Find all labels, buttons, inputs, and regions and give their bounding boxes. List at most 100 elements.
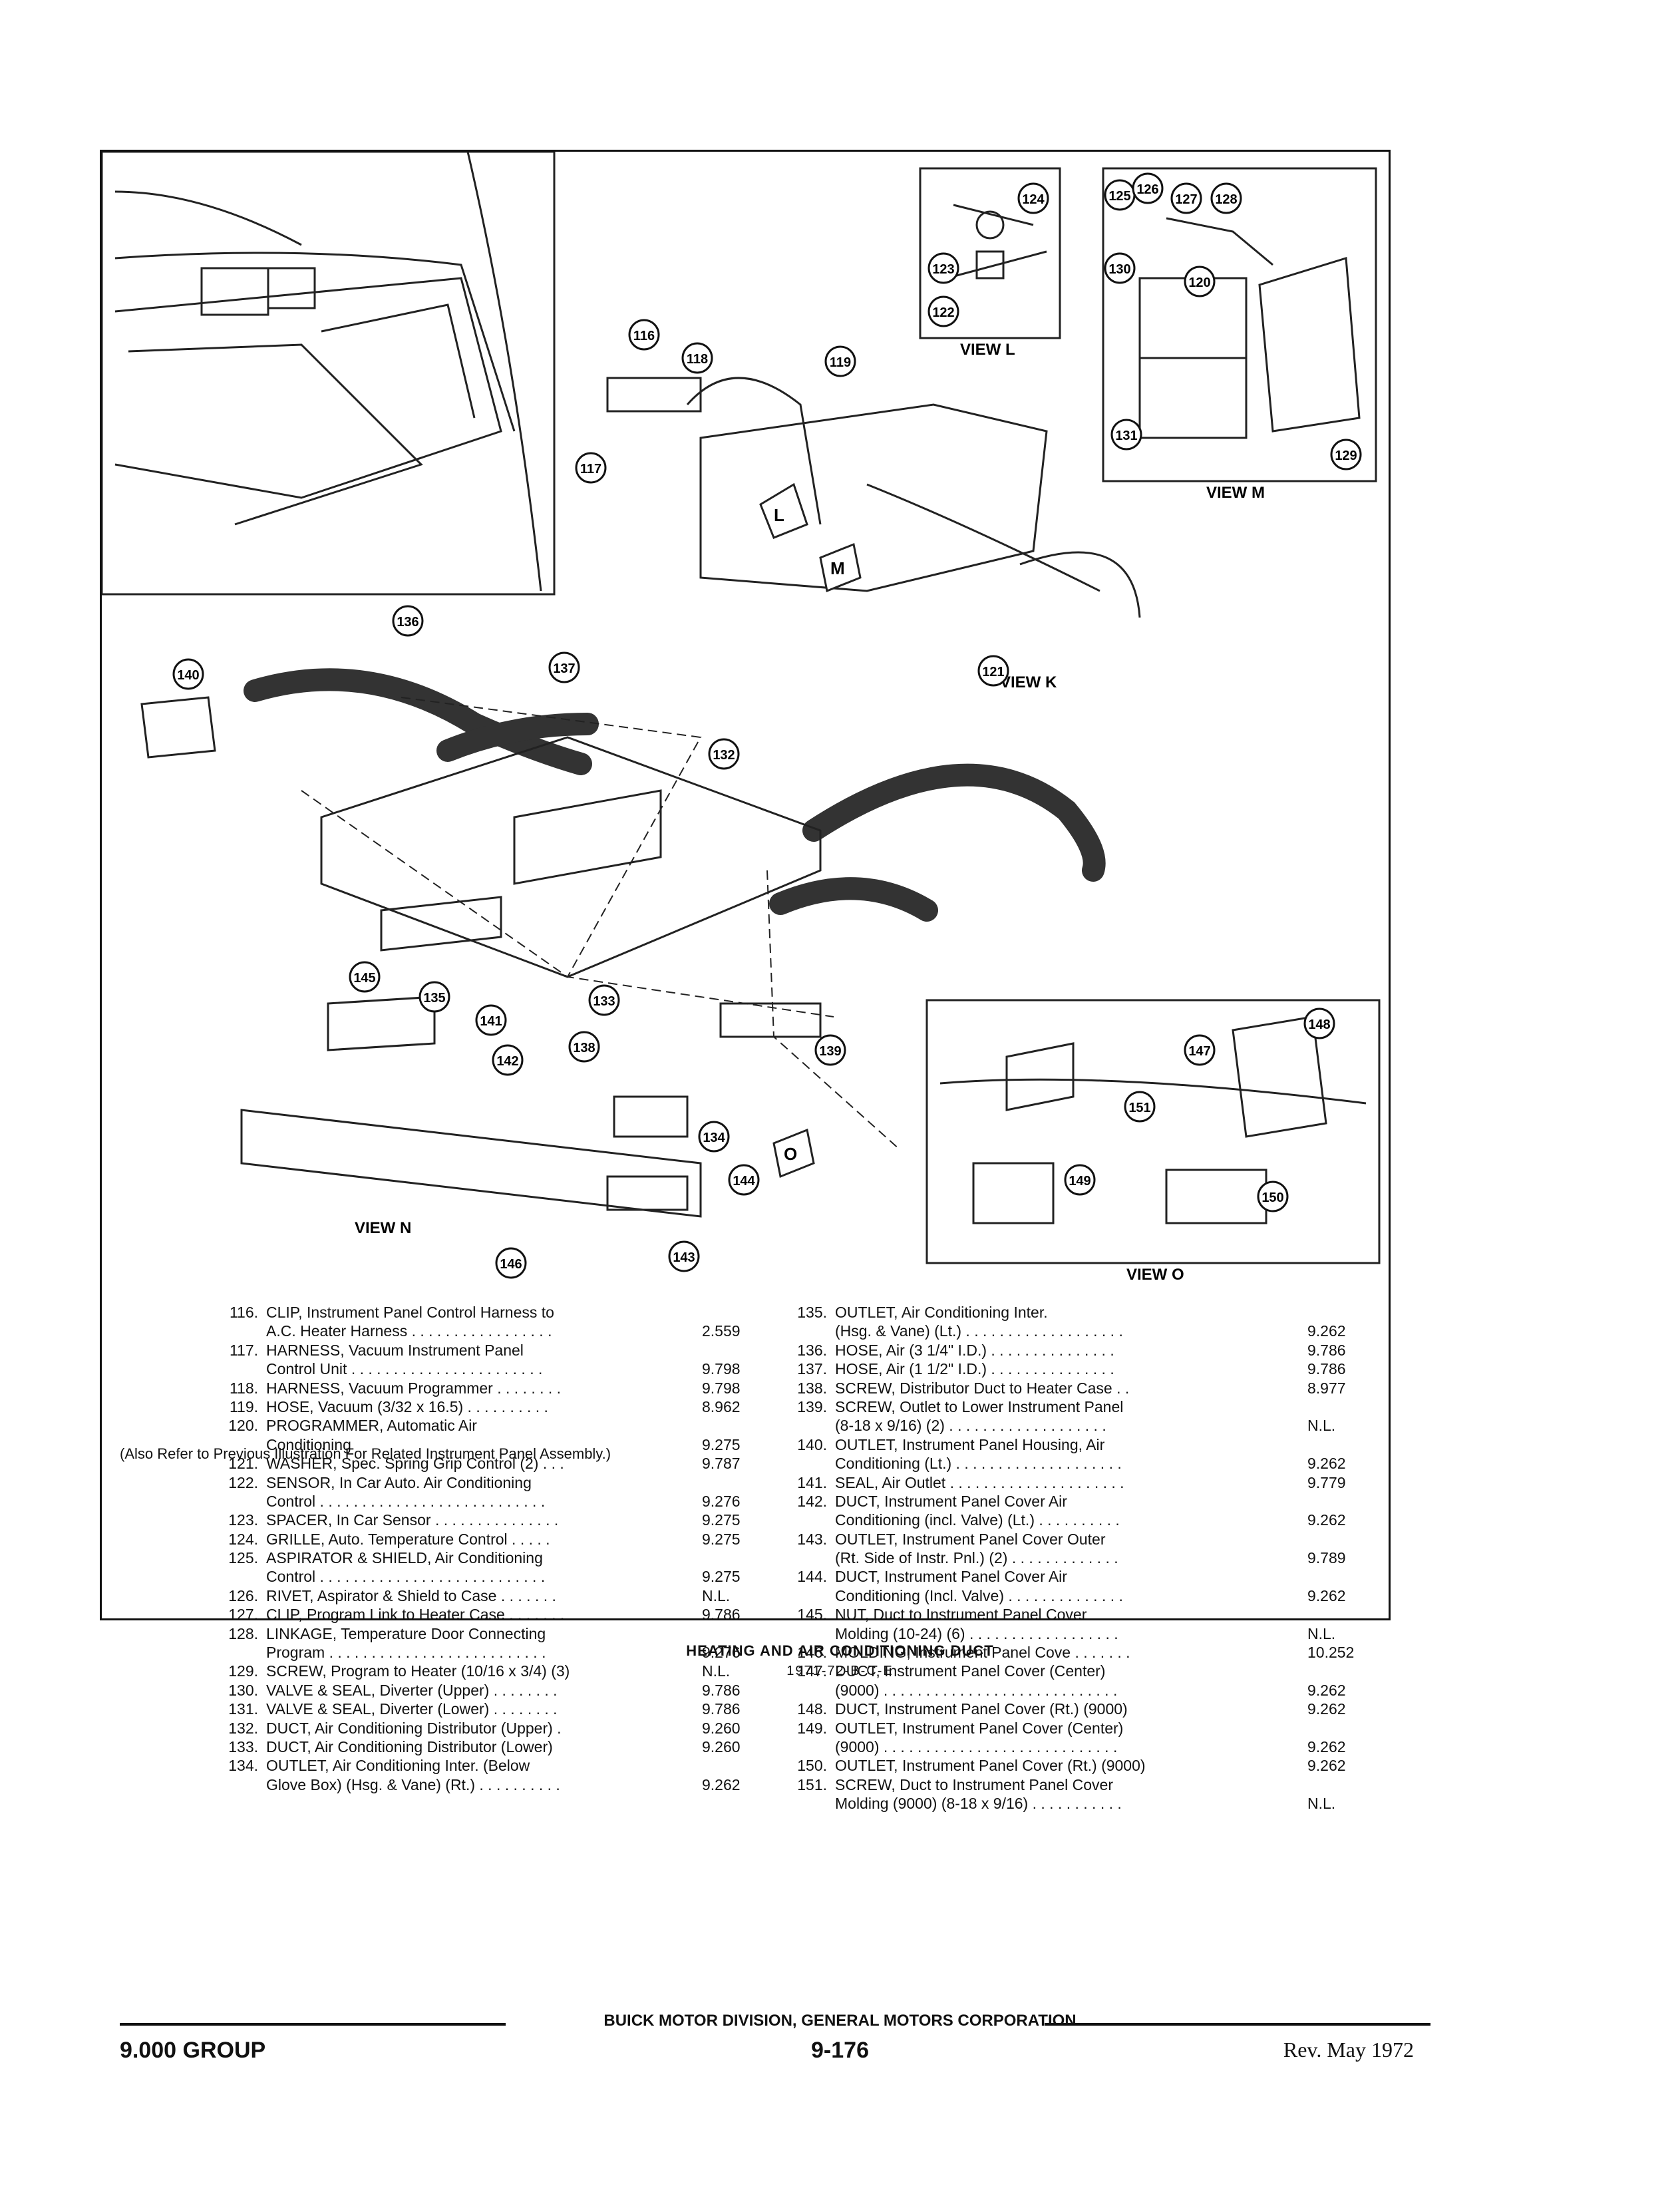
parts-list-row: 136.HOSE, Air (3 1/4" I.D.) . . . . . . …: [780, 1341, 1366, 1360]
part-group-number: 9.275: [702, 1568, 741, 1586]
parts-list-row: (9000) . . . . . . . . . . . . . . . . .…: [780, 1738, 1366, 1756]
parts-list-row: (8-18 x 9/16) (2) . . . . . . . . . . . …: [780, 1416, 1366, 1435]
part-description: Conditioning (incl. Valve) (Lt.) . . . .…: [835, 1511, 1120, 1529]
part-group-number: 9.262: [1307, 1757, 1346, 1775]
part-number: 140.: [797, 1435, 827, 1453]
part-description: RIVET, Aspirator & Shield to Case . . . …: [266, 1586, 556, 1604]
callout-number: 147: [1188, 1044, 1210, 1059]
part-description: DUCT, Instrument Panel Cover Air: [835, 1568, 1067, 1586]
part-number: 132.: [228, 1719, 258, 1737]
part-group-number: 9.262: [1307, 1738, 1346, 1755]
part-description: HARNESS, Vacuum Programmer . . . . . . .…: [266, 1379, 562, 1397]
callout-122: 122: [927, 295, 959, 327]
part-description: OUTLET, Instrument Panel Cover (Rt.) (90…: [835, 1757, 1146, 1775]
callout-number: 146: [500, 1257, 522, 1272]
callout-number: 121: [982, 665, 1004, 679]
part-number: 134.: [228, 1757, 258, 1775]
footer-rule-right: [1045, 2023, 1430, 2026]
part-number: 137.: [797, 1360, 827, 1378]
callout-121: 121: [977, 655, 1009, 687]
part-number: 129.: [228, 1662, 258, 1680]
part-number: 141.: [797, 1473, 827, 1491]
air-hoses: [244, 668, 1106, 922]
parts-list-row: 123.SPACER, In Car Sensor . . . . . . . …: [212, 1511, 760, 1529]
parts-list-row: 119.HOSE, Vacuum (3/32 x 16.5) . . . . .…: [212, 1397, 760, 1416]
part-group-number: 9.786: [702, 1681, 741, 1699]
part-description: ASPIRATOR & SHIELD, Air Conditioning: [266, 1549, 543, 1567]
callout-130: 130: [1104, 252, 1136, 284]
callout-number: 117: [580, 462, 601, 476]
part-number: 147.: [797, 1662, 827, 1680]
footer-division: BUICK MOTOR DIVISION, GENERAL MOTORS COR…: [603, 2012, 1077, 2030]
callout-number: 145: [353, 971, 375, 986]
callout-141: 141: [475, 1004, 507, 1036]
part-group-number: N.L.: [702, 1586, 731, 1604]
part-group-number: N.L.: [1307, 1624, 1336, 1642]
part-group-number: 9.275: [702, 1530, 741, 1548]
part-description: Molding (9000) (8-18 x 9/16) . . . . . .…: [835, 1795, 1122, 1813]
part-description: SCREW, Program to Heater (10/16 x 3/4) (…: [266, 1662, 570, 1680]
callout-number: 126: [1136, 182, 1158, 197]
callout-number: 128: [1215, 192, 1237, 207]
parts-list-row: 134.OUTLET, Air Conditioning Inter. (Bel…: [212, 1756, 760, 1775]
part-number: 149.: [797, 1719, 827, 1737]
part-description: HOSE, Vacuum (3/32 x 16.5) . . . . . . .…: [266, 1397, 548, 1415]
callout-number: 123: [932, 262, 954, 277]
part-description: VALVE & SEAL, Diverter (Lower) . . . . .…: [266, 1700, 558, 1718]
part-description: CLIP, Instrument Panel Control Harness t…: [266, 1304, 554, 1321]
parts-list-row: A.C. Heater Harness . . . . . . . . . . …: [212, 1322, 760, 1340]
part-number: 118.: [229, 1379, 258, 1397]
part-description: NUT, Duct to Instrument Panel Cover: [835, 1606, 1087, 1624]
part-description: Program . . . . . . . . . . . . . . . . …: [266, 1644, 546, 1662]
part-number: 117.: [229, 1341, 258, 1359]
callout-135: 135: [419, 981, 450, 1013]
callout-124: 124: [1017, 182, 1049, 214]
parts-list-row: 117.HARNESS, Vacuum Instrument Panel: [212, 1341, 760, 1360]
part-description: DUCT, Instrument Panel Cover Air: [835, 1492, 1067, 1510]
part-description: A.C. Heater Harness . . . . . . . . . . …: [266, 1322, 552, 1340]
parts-list-row: (Hsg. & Vane) (Lt.) . . . . . . . . . . …: [780, 1322, 1366, 1340]
callout-number: 138: [573, 1041, 595, 1055]
arrow-o-label: O: [784, 1144, 797, 1164]
callout-number: 143: [673, 1250, 695, 1265]
part-number: 151.: [797, 1775, 827, 1793]
part-number: 131.: [228, 1700, 258, 1718]
parts-list-row: 143.OUTLET, Instrument Panel Cover Outer: [780, 1530, 1366, 1549]
arrow-m-label: M: [830, 558, 845, 578]
part-group-number: 9.276: [702, 1492, 741, 1510]
part-number: 148.: [797, 1700, 827, 1718]
part-description: Control . . . . . . . . . . . . . . . . …: [266, 1568, 546, 1586]
parts-list-row: 131. VALVE & SEAL, Diverter (Lower) . . .…: [212, 1700, 760, 1718]
callout-number: 148: [1308, 1017, 1330, 1032]
callout-number: 137: [553, 661, 575, 676]
figure-caption-subtitle: 1971-72-B-C-E: [786, 1664, 894, 1678]
part-description: CLIP, Program Link to Heater Case . . . …: [266, 1606, 565, 1624]
part-description: HOSE, Air (1 1/2" I.D.) . . . . . . . . …: [835, 1360, 1114, 1378]
part-description: Control . . . . . . . . . . . . . . . . …: [266, 1492, 546, 1510]
callout-137: 137: [548, 651, 580, 683]
part-description: PROGRAMMER, Automatic Air: [266, 1417, 477, 1435]
part-group-number: 9.260: [702, 1738, 741, 1755]
callout-131: 131: [1110, 419, 1142, 451]
callout-127: 127: [1170, 182, 1202, 214]
parts-list-row: 148.DUCT, Instrument Panel Cover (Rt.) (…: [780, 1700, 1366, 1718]
parts-list-row: Molding (10-24) (6) . . . . . . . . . . …: [780, 1624, 1366, 1643]
part-description: SCREW, Duct to Instrument Panel Cover: [835, 1775, 1113, 1793]
dashed-guides: [301, 697, 901, 1151]
part-group-number: N.L.: [702, 1662, 731, 1680]
part-number: 125.: [228, 1549, 258, 1567]
distributor-ducts: [140, 696, 822, 1218]
parts-list-row: Conditioning (Lt.) . . . . . . . . . . .…: [780, 1454, 1366, 1473]
view-k-assembly: [606, 377, 1141, 618]
footer-page-number: 9-176: [811, 2038, 869, 2063]
part-description: SEAL, Air Outlet . . . . . . . . . . . .…: [835, 1473, 1124, 1491]
part-number: 145.: [797, 1606, 827, 1624]
callout-number: 125: [1108, 189, 1130, 204]
callout-128: 128: [1210, 182, 1242, 214]
parts-list-row: 147.DUCT, Instrument Panel Cover (Center…: [780, 1662, 1366, 1680]
callout-125: 125: [1104, 179, 1136, 211]
parts-list-row: Control . . . . . . . . . . . . . . . . …: [212, 1492, 760, 1511]
part-group-number: 9.275: [702, 1511, 741, 1529]
parts-list: 116.CLIP, Instrument Panel Control Harne…: [102, 1303, 1389, 1812]
